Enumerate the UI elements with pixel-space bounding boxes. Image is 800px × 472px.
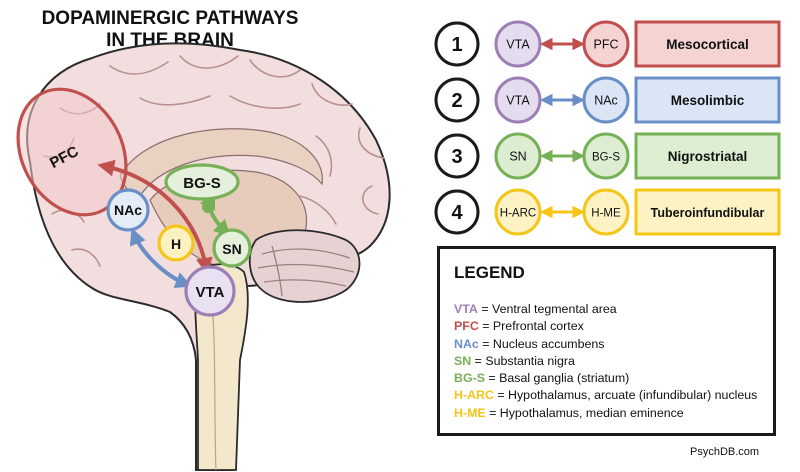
node-bgs-label: BG-S xyxy=(183,175,221,192)
legend-item-desc: = Ventral tegmental area xyxy=(477,302,617,316)
node-vta: VTA xyxy=(184,265,236,317)
pathway-number: 3 xyxy=(451,146,462,168)
brainstem-line xyxy=(211,299,217,471)
pathway-number-badge: 3 xyxy=(434,133,480,179)
pathway-name-box: Mesolimbic xyxy=(634,76,781,124)
node-sn-label: SN xyxy=(222,241,241,257)
pathway-row: 1 VTA PFC Mesocortical xyxy=(434,20,781,68)
legend-item-desc: = Nucleus accumbens xyxy=(478,336,605,351)
pathway-from-node: VTA xyxy=(494,76,542,124)
legend-item-abbr: BG-S xyxy=(454,371,485,386)
pathway-from-label: H-ARC xyxy=(500,208,536,220)
legend-item-desc: = Basal ganglia (striatum) xyxy=(484,371,630,386)
legend-item: VTA = Ventral tegmental area xyxy=(454,301,757,318)
node-sn: SN xyxy=(212,228,252,268)
pathway-number: 1 xyxy=(451,34,462,56)
node-nac-label: NAc xyxy=(114,202,142,218)
nigrostriatal-origin-dot xyxy=(202,201,214,213)
legend-item-desc: = Substantia nigra xyxy=(471,353,575,368)
pathway-to-node: PFC xyxy=(582,20,630,68)
pathway-from-label: SN xyxy=(509,150,526,164)
legend-item-desc: = Prefrontal cortex xyxy=(478,319,584,334)
pathway-number: 2 xyxy=(451,90,462,112)
node-h: H xyxy=(157,224,195,262)
legend-item-abbr: PFC xyxy=(454,319,479,334)
legend-item-abbr: SN xyxy=(454,353,472,368)
legend-item-abbr: H-ME xyxy=(454,405,486,420)
legend-item: PFC = Prefrontal cortex xyxy=(454,318,757,335)
pathway-number: 4 xyxy=(451,202,463,224)
pathway-row: 4 H-ARC H-ME Tuberoinfundibular xyxy=(434,188,781,236)
pathway-from-node: SN xyxy=(494,132,542,180)
legend-item-desc: = Hypothalamus, arcuate (infundibular) n… xyxy=(493,388,758,403)
pathway-row: 3 SN BG-S Nigrostriatal xyxy=(434,132,781,180)
legend-item: BG-S = Basal ganglia (striatum) xyxy=(454,370,757,387)
pathway-name-box: Nigrostriatal xyxy=(634,132,781,180)
node-nac: NAc xyxy=(106,188,150,232)
pathway-to-label: NAc xyxy=(594,94,618,108)
pathway-name: Tuberoinfundibular xyxy=(651,206,765,220)
legend-title: LEGEND xyxy=(454,263,525,282)
title-line-1: DOPAMINERGIC PATHWAYS xyxy=(41,8,299,29)
pathway-to-label: PFC xyxy=(594,38,619,52)
legend-item: H-ARC = Hypothalamus, arcuate (infundibu… xyxy=(454,387,757,404)
pathway-from-label: VTA xyxy=(506,38,530,52)
legend-item-abbr: VTA xyxy=(454,302,478,316)
pathway-row: 2 VTA NAc Mesolimbic xyxy=(434,76,781,124)
legend-item: NAc = Nucleus accumbens xyxy=(454,336,757,353)
mesocortical-arrow xyxy=(97,159,213,275)
pathway-name: Mesocortical xyxy=(666,37,749,52)
legend-item-desc: = Hypothalamus, median eminence xyxy=(485,405,684,420)
node-vta-label: VTA xyxy=(196,284,225,301)
legend-item-abbr: H-ARC xyxy=(454,388,494,403)
legend-item-abbr: NAc xyxy=(454,336,479,351)
pathway-to-label: BG-S xyxy=(592,152,620,164)
pathway-number-badge: 1 xyxy=(434,21,480,67)
node-bgs: BG-S xyxy=(164,163,240,201)
legend-item: H-ME = Hypothalamus, median eminence xyxy=(454,405,757,422)
credit-text: PsychDB.com xyxy=(690,446,760,458)
pathway-number-badge: 2 xyxy=(434,77,480,123)
pathway-number-badge: 4 xyxy=(434,189,480,235)
node-h-label: H xyxy=(171,236,181,252)
pathway-from-node: VTA xyxy=(494,20,542,68)
pathway-name: Nigrostriatal xyxy=(668,149,748,164)
nigrostriatal-arrow xyxy=(199,191,231,237)
pathway-to-node: NAc xyxy=(582,76,630,124)
pathway-name: Mesolimbic xyxy=(671,93,745,108)
legend-item: SN = Substantia nigra xyxy=(454,353,757,370)
mesolimbic-arrow xyxy=(129,227,193,289)
pathway-name-box: Tuberoinfundibular xyxy=(634,188,781,236)
cerebellum xyxy=(248,229,361,303)
pathway-to-label: H-ME xyxy=(591,208,621,220)
pathway-to-node: H-ME xyxy=(582,188,630,236)
pathway-from-label: VTA xyxy=(506,94,530,108)
pathway-to-node: BG-S xyxy=(582,132,630,180)
pathway-from-node: H-ARC xyxy=(494,188,542,236)
pathway-name-box: Mesocortical xyxy=(634,20,781,68)
